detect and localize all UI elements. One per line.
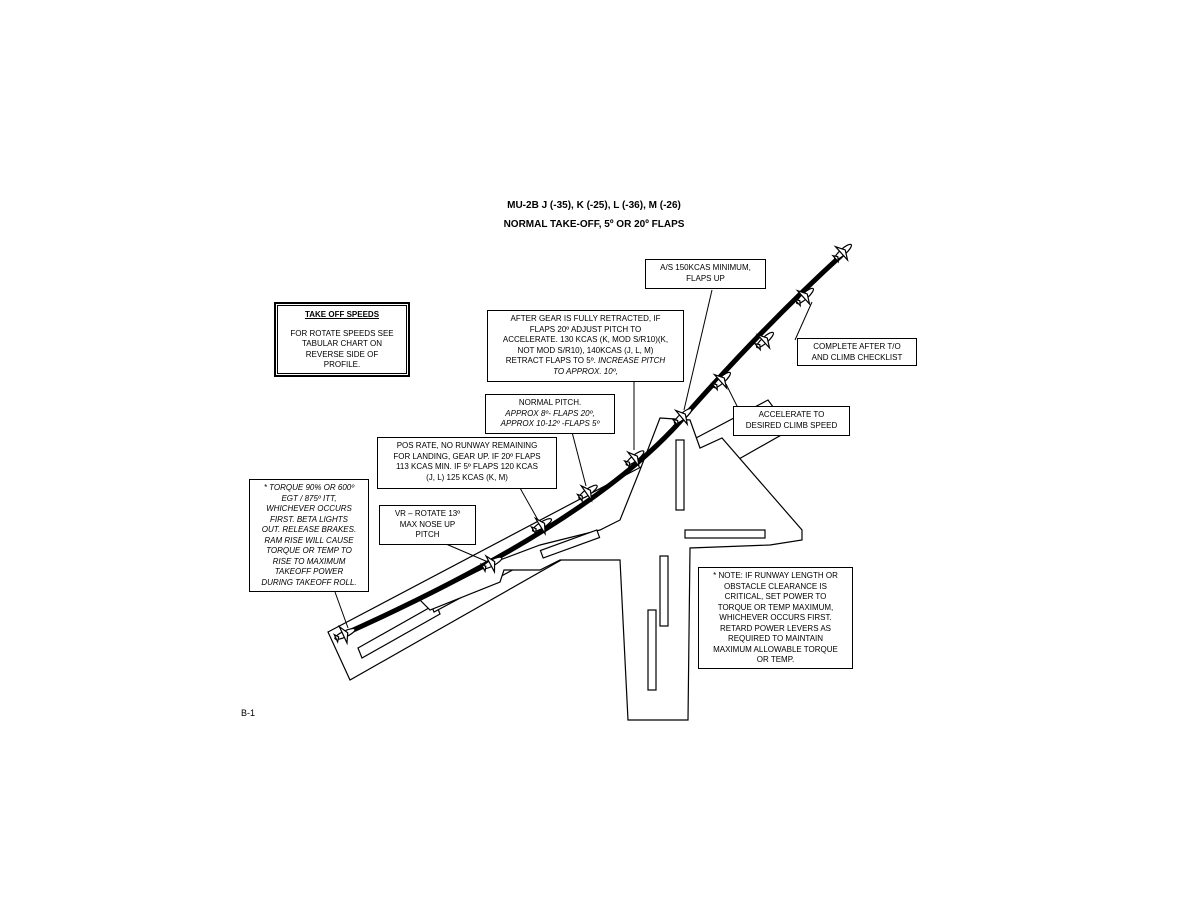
callout-line: 113 KCAS MIN. IF 5º FLAPS 120 KCAS [396, 462, 538, 471]
airspeed-callout: A/S 150KCAS MINIMUM, FLAPS UP [645, 259, 766, 289]
callout-line: ACCELERATE. 130 KCAS (K, MOD S/R10)(K, [502, 335, 669, 344]
callout-line: PITCH [415, 530, 440, 539]
accelerate-callout: ACCELERATE TO DESIRED CLIMB SPEED [733, 406, 850, 436]
airplane-icon [623, 450, 645, 470]
callout-line: RAM RISE WILL CAUSE [264, 535, 354, 545]
callout-line: OUT. RELEASE BRAKES. [261, 525, 357, 534]
callout-line: A/S 150KCAS MINIMUM, [660, 263, 751, 272]
callout-line: DESIRED CLIMB SPEED [745, 420, 838, 430]
callout-line: FOR LANDING, GEAR UP. IF 20º FLAPS [393, 451, 541, 461]
speeds-line: FOR ROTATE SPEEDS SEE [290, 328, 394, 338]
callout-line: RETRACT FLAPS TO 5º. [505, 356, 596, 365]
airplane-icon [831, 243, 853, 264]
callout-line: VR – ROTATE 13º [394, 509, 461, 518]
callout-line: COMPLETE AFTER T/O [813, 342, 901, 351]
runway-marking [659, 555, 669, 627]
complete-checklist-callout: COMPLETE AFTER T/O AND CLIMB CHECKLIST [797, 338, 917, 366]
speeds-line: TABULAR CHART ON [301, 339, 382, 348]
callout-line: FIRST. BETA LIGHTS [270, 514, 348, 524]
callout-line: RETARD POWER LEVERS AS [720, 623, 831, 633]
callout-line: APPROX 8º- FLAPS 20º, [505, 408, 595, 418]
leader-lines [334, 289, 813, 629]
airplane-icon [479, 554, 503, 575]
airplane-icon [793, 287, 815, 308]
callout-line: CRITICAL, SET POWER TO [724, 592, 827, 601]
callout-line: OR TEMP. [756, 655, 795, 664]
diagram-title: MU-2B J (-35), K (-25), L (-36), M (-26) [507, 200, 681, 211]
callout-line: APPROX 10-12º -FLAPS 5º [500, 419, 600, 428]
callout-line: (J, L) 125 KCAS (K, M) [426, 472, 508, 482]
runway-outline [418, 417, 803, 721]
callout-line: AFTER GEAR IS FULLY RETRACTED, IF [510, 314, 661, 323]
runway-marking [684, 529, 766, 539]
flight-path [338, 250, 847, 639]
callout-line: ACCELERATE TO [758, 410, 825, 419]
airplane-icon [332, 624, 356, 646]
callout-line: NORMAL PITCH. [518, 398, 582, 407]
airplane-icon [529, 516, 553, 536]
crossing-runway [418, 417, 803, 721]
callout-line: TORQUE OR TEMP TO [266, 546, 352, 555]
takeoff-speeds-heading: TAKE OFF SPEEDS [304, 310, 380, 319]
callout-line: MAXIMUM ALLOWABLE TORQUE [713, 644, 838, 654]
torque-callout: * TORQUE 90% OR 600º EGT / 875º ITT, WHI… [249, 479, 369, 592]
callout-line: FLAPS 20º ADJUST PITCH TO [529, 324, 642, 334]
callout-line: * TORQUE 90% OR 600º [263, 483, 355, 492]
callout-line: OBSTACLE CLEARANCE IS [724, 581, 827, 591]
callout-line: MAX NOSE UP [399, 519, 456, 529]
takeoff-speeds-box: TAKE OFF SPEEDS FOR ROTATE SPEEDS SEE TA… [274, 302, 410, 377]
after-gear-callout: AFTER GEAR IS FULLY RETRACTED, IF FLAPS … [487, 310, 684, 382]
callout-line: EGT / 875º ITT, [281, 493, 337, 503]
runway-marking [675, 439, 685, 511]
diagram-subtitle: NORMAL TAKE-OFF, 5º OR 20º FLAPS [503, 219, 685, 230]
callout-line: TAKEOFF POWER [274, 567, 344, 576]
callout-line: POS RATE, NO RUNWAY REMAINING [396, 441, 538, 450]
callout-line: WHICHEVER OCCURS FIRST. [719, 613, 832, 622]
callout-line: * NOTE: IF RUNWAY LENGTH OR [713, 571, 838, 580]
callout-line: AND CLIMB CHECKLIST [811, 352, 903, 362]
callout-line: TORQUE OR TEMP MAXIMUM, [717, 602, 834, 612]
callout-line: REQUIRED TO MAINTAIN [727, 634, 824, 643]
taxiway-strip [357, 603, 441, 659]
normal-pitch-callout: NORMAL PITCH. APPROX 8º- FLAPS 20º, APPR… [485, 394, 615, 434]
runway-marking [539, 529, 601, 559]
note-callout: * NOTE: IF RUNWAY LENGTH OR OBSTACLE CLE… [698, 567, 853, 669]
callout-line: DURING TAKEOFF ROLL. [261, 577, 357, 587]
airplane-icon [753, 331, 775, 352]
callout-line: NOT MOD S/R10), 140KCAS (J, L, M) [517, 345, 654, 355]
pos-rate-callout: POS RATE, NO RUNWAY REMAINING FOR LANDIN… [377, 437, 557, 489]
airplane-icon [671, 407, 693, 428]
callout-line: RISE TO MAXIMUM [272, 556, 346, 566]
aircraft-group [332, 243, 853, 646]
speeds-line: PROFILE. [323, 360, 361, 369]
runway-marking [647, 609, 657, 691]
callout-line: WHICHEVER OCCURS [266, 504, 352, 513]
callout-line: INCREASE PITCH [598, 356, 666, 365]
airplane-icon [710, 371, 732, 392]
rotate-callout: VR – ROTATE 13º MAX NOSE UP PITCH [379, 505, 476, 545]
airplane-icon [575, 484, 598, 503]
speeds-line: REVERSE SIDE OF [305, 349, 379, 359]
page-number: B-1 [241, 708, 256, 718]
callout-line: FLAPS UP [686, 273, 725, 283]
callout-line: TO APPROX. 10º, [553, 366, 618, 376]
